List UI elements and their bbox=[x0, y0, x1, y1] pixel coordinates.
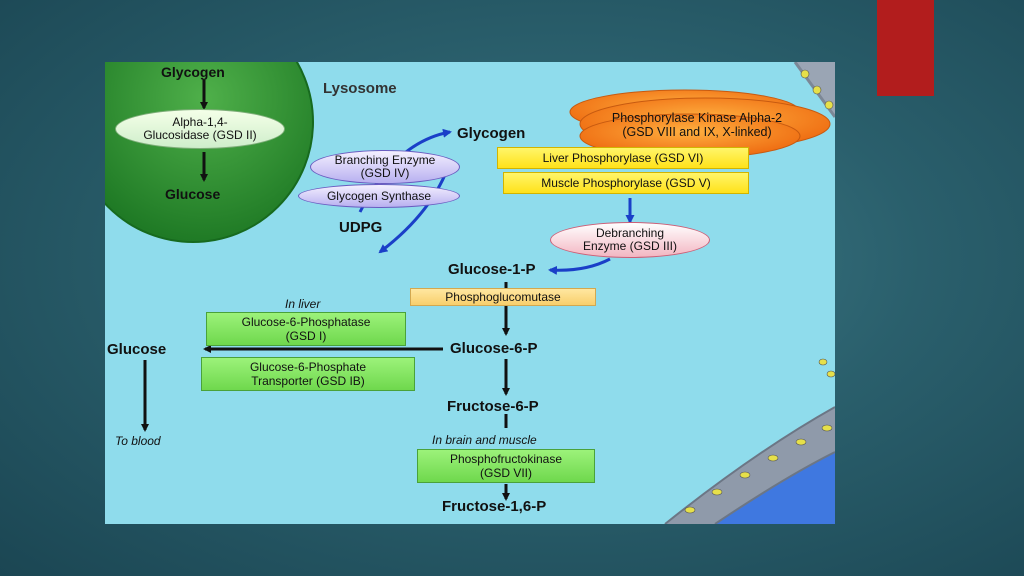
glucose-6-phosphatase: Glucose-6-Phosphatase (GSD I) bbox=[206, 312, 406, 346]
glycogen-label: Glycogen bbox=[457, 125, 526, 142]
to-blood-label: To blood bbox=[115, 434, 161, 448]
diagram-panel: Glycogen Alpha-1,4- Glucosidase (GSD II)… bbox=[105, 62, 835, 524]
fructose-6-p-label: Fructose-6-P bbox=[447, 398, 539, 415]
lysosome-shape bbox=[105, 62, 314, 243]
lysosome-label: Lysosome bbox=[323, 80, 397, 97]
glucose-6-phosphate-transporter: Glucose-6-Phosphate Transporter (GSD IB) bbox=[201, 357, 415, 391]
phosphofructokinase: Phosphofructokinase (GSD VII) bbox=[417, 449, 595, 483]
glycogen-synthase: Glycogen Synthase bbox=[298, 184, 460, 208]
nucleus-shape bbox=[664, 406, 835, 524]
debranching-enzyme: Debranching Enzyme (GSD III) bbox=[550, 222, 710, 258]
membrane-top bbox=[793, 62, 835, 118]
arrow-debranching bbox=[548, 257, 611, 275]
alpha-glucosidase-enzyme: Alpha-1,4- Glucosidase (GSD II) bbox=[115, 109, 285, 149]
lyso-glucose-label: Glucose bbox=[165, 186, 221, 202]
glucose-6-p-label: Glucose-6-P bbox=[450, 340, 538, 357]
glucose-1-p-label: Glucose-1-P bbox=[448, 261, 536, 278]
fructose-1-6-p-label: Fructose-1,6-P bbox=[442, 498, 547, 515]
accent-bar bbox=[877, 0, 934, 96]
in-brain-and-muscle-label: In brain and muscle bbox=[432, 433, 537, 447]
muscle-phosphorylase: Muscle Phosphorylase (GSD V) bbox=[503, 172, 749, 194]
phosphoglucomutase: Phosphoglucomutase bbox=[410, 288, 596, 306]
liver-phosphorylase: Liver Phosphorylase (GSD VI) bbox=[497, 147, 749, 169]
phosphorylase-kinase: Phosphorylase Kinase Alpha-2 (GSD VIII a… bbox=[611, 111, 783, 139]
branching-enzyme: Branching Enzyme (GSD IV) bbox=[310, 150, 460, 184]
lyso-glycogen-label: Glycogen bbox=[161, 64, 225, 80]
udpg-label: UDPG bbox=[339, 219, 383, 236]
glucose-label: Glucose bbox=[107, 341, 167, 358]
membrane-bottom bbox=[684, 358, 835, 514]
in-liver-label: In liver bbox=[285, 297, 321, 311]
